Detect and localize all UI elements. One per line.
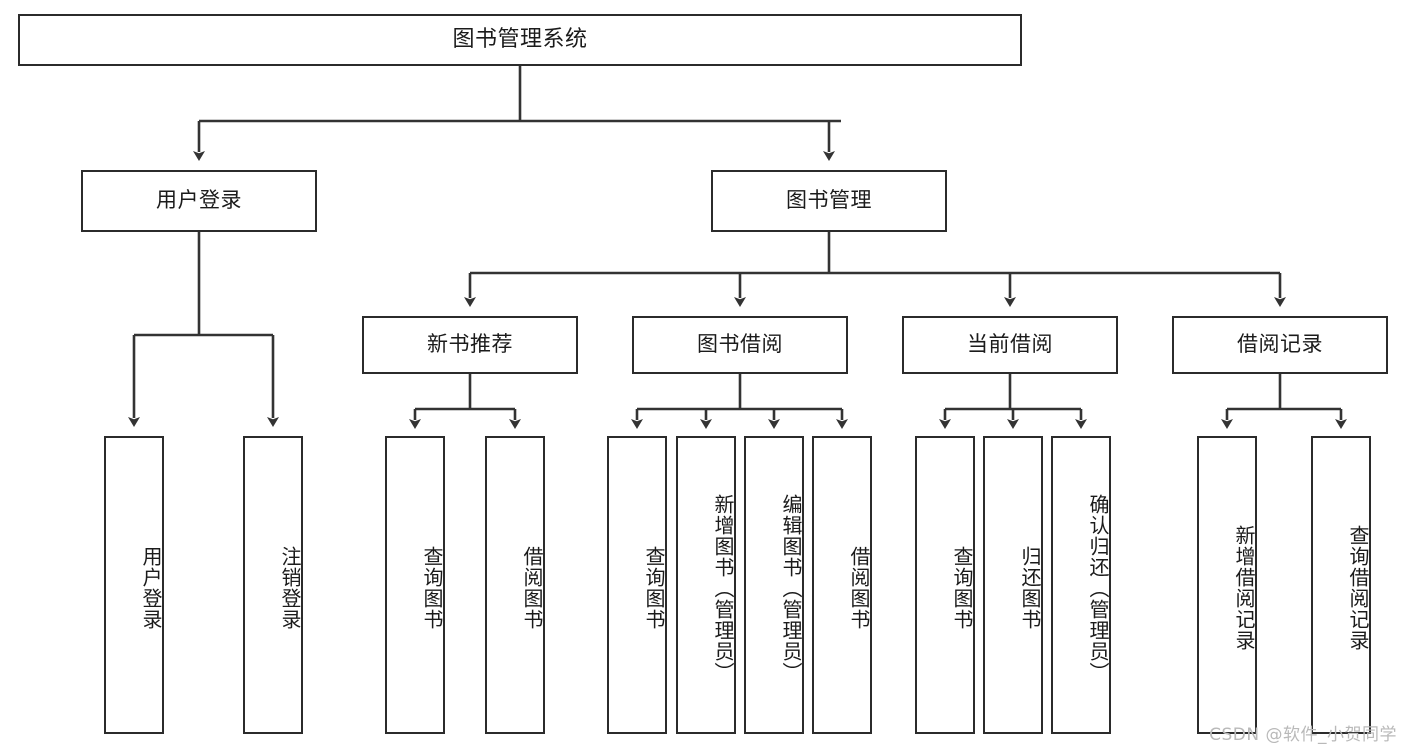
leaf-add-borrow-record-label: 新增借阅记录 bbox=[1232, 525, 1256, 651]
leaf-confirm-return-admin[interactable]: 确认归还（管理员） bbox=[1051, 436, 1111, 734]
leaf-borrow-book[interactable]: 借阅图书 bbox=[812, 436, 872, 734]
leaf-user-logout[interactable]: 注销登录 bbox=[243, 436, 303, 734]
leaf-borrow-book-label: 借阅图书 bbox=[847, 546, 871, 630]
leaf-borrow-book-rec-label: 借阅图书 bbox=[520, 546, 544, 630]
leaf-edit-book-admin-label: 编辑图书（管理员） bbox=[779, 493, 803, 683]
node-root-label: 图书管理系统 bbox=[452, 26, 588, 52]
leaf-confirm-return-admin-label: 确认归还（管理员） bbox=[1086, 493, 1110, 683]
node-book-manage[interactable]: 图书管理 bbox=[711, 170, 947, 232]
leaf-user-login-label: 用户登录 bbox=[139, 546, 163, 630]
node-new-book-recommend[interactable]: 新书推荐 bbox=[362, 316, 578, 374]
leaf-query-book-current[interactable]: 查询图书 bbox=[915, 436, 975, 734]
leaf-query-borrow-record[interactable]: 查询借阅记录 bbox=[1311, 436, 1371, 734]
node-new-book-recommend-label: 新书推荐 bbox=[427, 332, 513, 357]
node-current-borrow-label: 当前借阅 bbox=[967, 332, 1053, 357]
leaf-add-book-admin-label: 新增图书（管理员） bbox=[711, 493, 735, 683]
leaf-query-book-borrow-label: 查询图书 bbox=[642, 546, 666, 630]
node-book-borrow-label: 图书借阅 bbox=[697, 332, 783, 357]
node-root[interactable]: 图书管理系统 bbox=[18, 14, 1022, 66]
leaf-user-login[interactable]: 用户登录 bbox=[104, 436, 164, 734]
node-book-borrow[interactable]: 图书借阅 bbox=[632, 316, 848, 374]
node-current-borrow[interactable]: 当前借阅 bbox=[902, 316, 1118, 374]
leaf-query-book-current-label: 查询图书 bbox=[950, 546, 974, 630]
leaf-borrow-book-rec[interactable]: 借阅图书 bbox=[485, 436, 545, 734]
leaf-add-borrow-record[interactable]: 新增借阅记录 bbox=[1197, 436, 1257, 734]
node-book-manage-label: 图书管理 bbox=[786, 188, 872, 213]
leaf-user-logout-label: 注销登录 bbox=[278, 546, 302, 630]
leaf-add-book-admin[interactable]: 新增图书（管理员） bbox=[676, 436, 736, 734]
leaf-query-book-borrow[interactable]: 查询图书 bbox=[607, 436, 667, 734]
leaf-return-book-label: 归还图书 bbox=[1018, 546, 1042, 630]
csdn-watermark: CSDN @软件_小贺同学 bbox=[1209, 725, 1397, 745]
leaf-query-book-rec[interactable]: 查询图书 bbox=[385, 436, 445, 734]
node-borrow-record[interactable]: 借阅记录 bbox=[1172, 316, 1388, 374]
leaf-edit-book-admin[interactable]: 编辑图书（管理员） bbox=[744, 436, 804, 734]
leaf-query-borrow-record-label: 查询借阅记录 bbox=[1346, 525, 1370, 651]
leaf-query-book-rec-label: 查询图书 bbox=[420, 546, 444, 630]
node-borrow-record-label: 借阅记录 bbox=[1237, 332, 1323, 357]
node-user-login-label: 用户登录 bbox=[156, 188, 242, 213]
leaf-return-book[interactable]: 归还图书 bbox=[983, 436, 1043, 734]
node-user-login[interactable]: 用户登录 bbox=[81, 170, 317, 232]
